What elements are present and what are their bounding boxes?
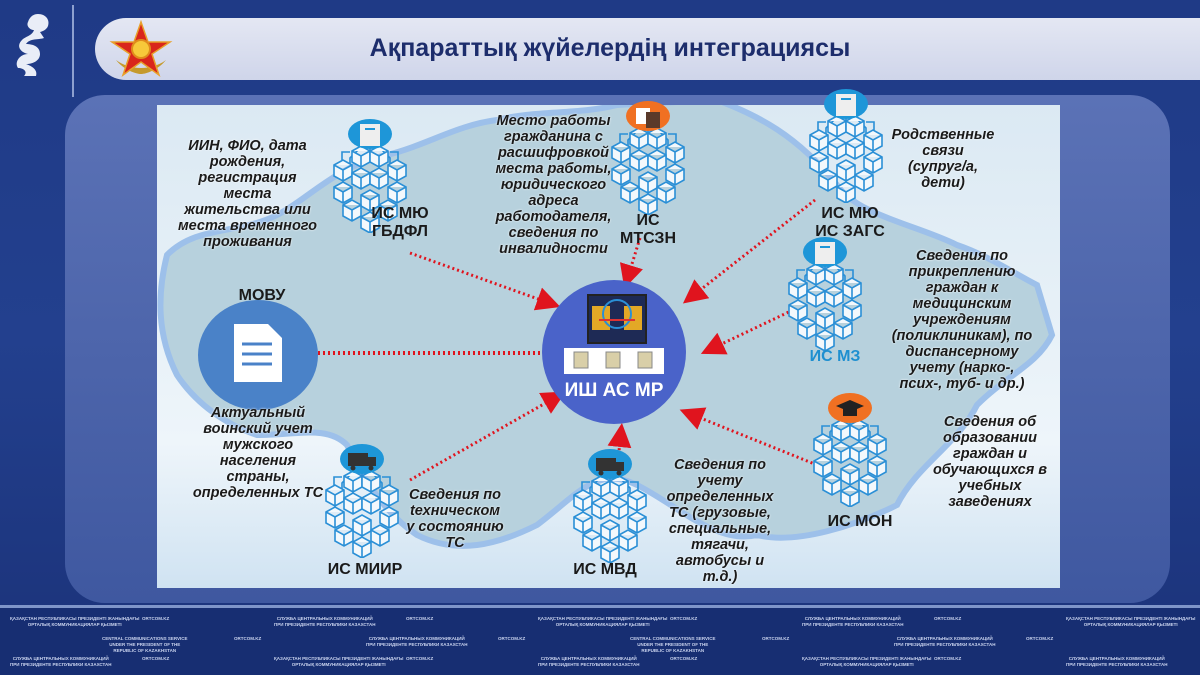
node-label-gbdfl: ИС МЮ ГБДФЛ (371, 205, 429, 240)
node-label-mon: ИС МОН (827, 513, 893, 530)
desc-movu: Актуальный воинский учет мужского населе… (192, 405, 324, 501)
node-mz (785, 236, 865, 352)
node-label-mz: ИС МЗ (809, 348, 861, 365)
node-gbdfl (330, 118, 410, 234)
snow-leopard-logo (8, 10, 58, 82)
watermark-site: ORTCOM.KZ (234, 636, 262, 641)
desc-miir: Сведения по tехническом у состоянию ТС (406, 487, 504, 551)
network-exchange-icon (587, 294, 647, 344)
graduation-cap-icon (836, 400, 864, 416)
page-title: Ақпараттық жүйелердің интеграциясы (369, 34, 851, 62)
desc-mz: Сведения по прикреплению граждан к медиц… (891, 248, 1033, 392)
watermark-site: ORTCOM.KZ (498, 636, 526, 641)
watermark-kz: ҚАЗАҚСТАН РЕСПУБЛИКАСЫ ПРЕЗИДЕНТІ ЖАНЫНД… (538, 616, 668, 627)
watermark-site: ORTCOM.KZ (670, 616, 698, 621)
watermark-kz: ҚАЗАҚСТАН РЕСПУБЛИКАСЫ ПРЕЗИДЕНТІ ЖАНЫНД… (10, 616, 140, 627)
document-icon (360, 124, 380, 146)
desc-gbdfl: ИИН, ФИО, дата рождения, регистрация мес… (177, 138, 318, 250)
database-cubes-icon (333, 119, 407, 234)
desc-mvd: Сведения по учету определенных ТС (грузо… (666, 457, 774, 585)
database-cubes-icon (325, 444, 399, 559)
watermark-ru: СЛУЖБА ЦЕНТРАЛЬНЫХ КОММУНИКАЦИЙ ПРИ ПРЕЗ… (538, 656, 640, 667)
arrow-gbdfl (409, 251, 561, 311)
watermark-site: ORTCOM.KZ (762, 636, 790, 641)
desc-mtszn: Место работы гражданина с расшифровкой м… (495, 113, 612, 257)
node-label-miir: ИС МИИР (327, 561, 403, 578)
node-label-mtszn: ИС МТСЗН (619, 212, 677, 247)
watermark-site: ORTCOM.KZ (406, 616, 434, 621)
arrow-mon (679, 407, 818, 467)
arrow-zags (682, 198, 816, 304)
watermark-site: ORTCOM.KZ (934, 656, 962, 661)
database-cubes-icon (573, 449, 647, 564)
node-mon (810, 392, 890, 508)
node-mvd (570, 448, 650, 564)
watermark-ru: СЛУЖБА ЦЕНТРАЛЬНЫХ КОММУНИКАЦИЙ ПРИ ПРЕЗ… (894, 636, 996, 647)
movu-label: МОВУ (238, 287, 286, 304)
desc-mon: Сведения об образовании граждан и обучаю… (932, 414, 1048, 510)
star-emblem (108, 19, 174, 78)
movu-node (198, 300, 318, 410)
footer-watermark: ҚАЗАҚСТАН РЕСПУБЛИКАСЫ ПРЕЗИДЕНТІ ЖАНЫНД… (0, 605, 1200, 675)
document-icon (234, 324, 282, 382)
watermark-ru: СЛУЖБА ЦЕНТРАЛЬНЫХ КОММУНИКАЦИЙ ПРИ ПРЕЗ… (10, 656, 112, 667)
watermark-kz: ҚАЗАҚСТАН РЕСПУБЛИКАСЫ ПРЕЗИДЕНТІ ЖАНЫНД… (274, 656, 404, 667)
watermark-kz: ҚАЗАҚСТАН РЕСПУБЛИКАСЫ ПРЕЗИДЕНТІ ЖАНЫНД… (1066, 616, 1196, 627)
node-mtszn (608, 100, 688, 216)
watermark-site: ORTCOM.KZ (142, 616, 170, 621)
node-label-zags: ИС МЮ ИС ЗАГС (815, 205, 885, 240)
title-bar (95, 18, 1200, 80)
node-miir (322, 443, 402, 559)
node-label-mvd: ИС МВД (573, 561, 637, 578)
database-cubes-icon (611, 101, 685, 216)
watermark-en: CENTRAL COMMUNICATIONS SERVICE UNDER THE… (102, 636, 188, 653)
watermark-ru: СЛУЖБА ЦЕНТРАЛЬНЫХ КОММУНИКАЦИЙ ПРИ ПРЕЗ… (802, 616, 904, 627)
watermark-site: ORTCOM.KZ (934, 616, 962, 621)
node-zags (806, 88, 886, 204)
server-icons (564, 348, 664, 374)
hub-node: ИШ АС МР (542, 280, 686, 424)
database-cubes-icon (809, 89, 883, 204)
hub-label: ИШ АС МР (564, 380, 664, 401)
database-cubes-icon (788, 237, 862, 352)
watermark-site: ORTCOM.KZ (406, 656, 434, 661)
truck-icon (348, 453, 376, 471)
database-cubes-icon (813, 393, 887, 508)
watermark-site: ORTCOM.KZ (670, 656, 698, 661)
arrow-miir (409, 391, 566, 482)
watermark-ru: СЛУЖБА ЦЕНТРАЛЬНЫХ КОММУНИКАЦИЙ ПРИ ПРЕЗ… (366, 636, 468, 647)
divider (72, 5, 74, 97)
watermark-ru: СЛУЖБА ЦЕНТРАЛЬНЫХ КОММУНИКАЦИЙ ПРИ ПРЕЗ… (1066, 656, 1168, 667)
watermark-kz: ҚАЗАҚСТАН РЕСПУБЛИКАСЫ ПРЕЗИДЕНТІ ЖАНЫНД… (802, 656, 932, 667)
watermark-en: CENTRAL COMMUNICATIONS SERVICE UNDER THE… (630, 636, 716, 653)
document-icon (815, 242, 835, 264)
arrow-mtszn (619, 237, 643, 289)
watermark-ru: СЛУЖБА ЦЕНТРАЛЬНЫХ КОММУНИКАЦИЙ ПРИ ПРЕЗ… (274, 616, 376, 627)
arrow-mz (700, 308, 794, 355)
calculator-icon (636, 108, 660, 128)
truck-icon (596, 458, 624, 476)
desc-zags: Родственные связи (супруг/а, дети) (891, 127, 995, 191)
document-icon (836, 94, 856, 116)
watermark-site: ORTCOM.KZ (142, 656, 170, 661)
watermark-site: ORTCOM.KZ (1026, 636, 1054, 641)
